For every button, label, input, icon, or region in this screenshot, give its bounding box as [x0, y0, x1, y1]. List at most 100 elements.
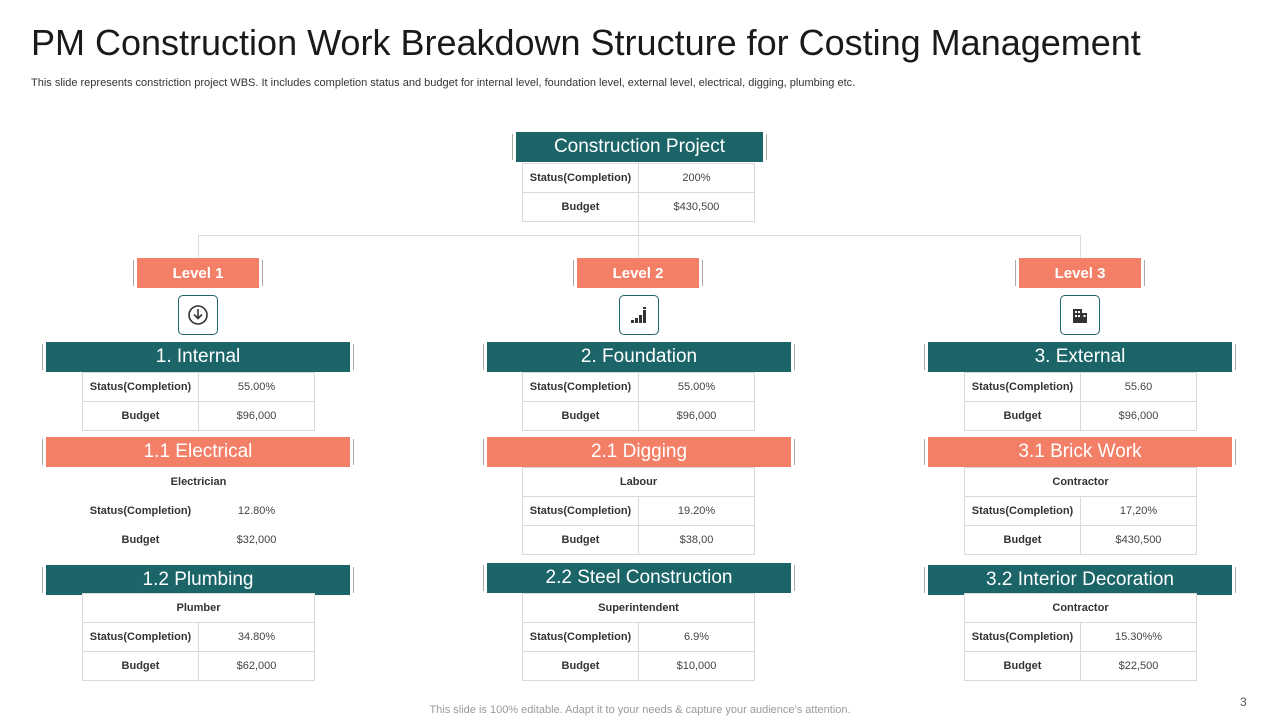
budget-value: $96,000	[1080, 401, 1197, 431]
table-row: Status(Completion)6.9%	[522, 622, 755, 652]
role-label: Plumber	[82, 593, 315, 623]
status-value: 17,20%	[1080, 496, 1197, 526]
role-label: Contractor	[964, 593, 1197, 623]
table-row: Status(Completion)19.20%	[522, 496, 755, 526]
root-node-title: Construction Project	[512, 132, 767, 162]
foundation-node-table: Status(Completion)55.00% Budget$96,000	[522, 372, 755, 431]
status-value: 12.80%	[237, 505, 276, 517]
table-row: Budget$96,000	[964, 401, 1197, 431]
status-value: 6.9%	[638, 622, 755, 652]
brick-work-node-table: Contractor Status(Completion)17,20% Budg…	[964, 467, 1197, 555]
status-label: Status(Completion)	[964, 622, 1081, 652]
table-row: Status(Completion)55.60	[964, 372, 1197, 402]
budget-value: $62,000	[198, 651, 315, 681]
table-row: Contractor	[964, 593, 1197, 623]
status-label: Status(Completion)	[522, 372, 639, 402]
table-row: Budget $32,000	[83, 526, 315, 555]
status-label: Status(Completion)	[89, 505, 192, 517]
level-2-label: Level 2	[573, 258, 703, 288]
status-label: Status(Completion)	[964, 372, 1081, 402]
table-row: Status(Completion)17,20%	[964, 496, 1197, 526]
interior-decoration-node-title: 3.2 Interior Decoration	[924, 565, 1236, 595]
budget-value: $96,000	[638, 401, 755, 431]
table-row: Budget$38,00	[522, 525, 755, 555]
steel-construction-node-table: Superintendent Status(Completion)6.9% Bu…	[522, 593, 755, 681]
table-row: Status(Completion)55.00%	[522, 372, 755, 402]
role-label: Contractor	[964, 467, 1197, 497]
level-3-label: Level 3	[1015, 258, 1145, 288]
budget-value: $10,000	[638, 651, 755, 681]
table-row: Electrician	[83, 468, 315, 497]
table-row: Status(Completion) 12.80%	[83, 497, 315, 526]
external-node-table: Status(Completion)55.60 Budget$96,000	[964, 372, 1197, 431]
role-label: Labour	[522, 467, 755, 497]
budget-value: $32,000	[236, 534, 277, 546]
status-label: Status(Completion)	[964, 496, 1081, 526]
status-value: 55.00%	[638, 372, 755, 402]
external-node-title: 3. External	[924, 342, 1236, 372]
status-label: Status(Completion)	[522, 622, 639, 652]
steel-construction-node-title: 2.2 Steel Construction	[483, 563, 795, 593]
table-row: Budget$430,500	[964, 525, 1197, 555]
budget-label: Budget	[964, 525, 1081, 555]
bar-chart-icon	[619, 295, 659, 335]
role-label: Superintendent	[522, 593, 755, 623]
status-label: Status(Completion)	[522, 163, 639, 193]
table-row: Budget$430,500	[522, 192, 755, 222]
slide-title: PM Construction Work Breakdown Structure…	[31, 22, 1141, 63]
budget-value: $22,500	[1080, 651, 1197, 681]
plumbing-node-title: 1.2 Plumbing	[42, 565, 354, 595]
budget-value: $96,000	[198, 401, 315, 431]
budget-value: $430,500	[638, 192, 755, 222]
foundation-node-title: 2. Foundation	[483, 342, 795, 372]
table-row: Budget$62,000	[82, 651, 315, 681]
table-row: Status(Completion)55.00%	[82, 372, 315, 402]
level1-connector	[198, 235, 199, 260]
download-icon	[178, 295, 218, 335]
digging-node-title: 2.1 Digging	[483, 437, 795, 467]
budget-label: Budget	[121, 534, 160, 546]
table-row: Budget$10,000	[522, 651, 755, 681]
status-label: Status(Completion)	[522, 496, 639, 526]
table-row: Labour	[522, 467, 755, 497]
electrical-node-title: 1.1 Electrical	[42, 437, 354, 467]
root-node-table: Status(Completion)200% Budget$430,500	[522, 163, 755, 222]
budget-value: $430,500	[1080, 525, 1197, 555]
status-value: 55.00%	[198, 372, 315, 402]
level3-connector	[1080, 235, 1081, 260]
budget-label: Budget	[522, 525, 639, 555]
table-row: Plumber	[82, 593, 315, 623]
budget-label: Budget	[964, 401, 1081, 431]
status-label: Status(Completion)	[82, 622, 199, 652]
brick-work-node-title: 3.1 Brick Work	[924, 437, 1236, 467]
role-label: Electrician	[170, 476, 227, 488]
digging-node-table: Labour Status(Completion)19.20% Budget$3…	[522, 467, 755, 555]
plumbing-node-table: Plumber Status(Completion)34.80% Budget$…	[82, 593, 315, 681]
footer-note: This slide is 100% editable. Adapt it to…	[429, 704, 851, 716]
budget-label: Budget	[522, 651, 639, 681]
status-value: 55.60	[1080, 372, 1197, 402]
status-value: 15.30%%	[1080, 622, 1197, 652]
internal-node-title: 1. Internal	[42, 342, 354, 372]
building-icon	[1060, 295, 1100, 335]
interior-decoration-node-table: Contractor Status(Completion)15.30%% Bud…	[964, 593, 1197, 681]
table-row: Superintendent	[522, 593, 755, 623]
page-number: 3	[1240, 695, 1247, 709]
electrical-node-table: Electrician Status(Completion) 12.80% Bud…	[82, 467, 315, 555]
budget-value: $38,00	[638, 525, 755, 555]
level-connector-horizontal	[198, 235, 1081, 236]
status-value: 34.80%	[198, 622, 315, 652]
internal-node-table: Status(Completion)55.00% Budget$96,000	[82, 372, 315, 431]
budget-label: Budget	[82, 651, 199, 681]
status-value: 19.20%	[638, 496, 755, 526]
level-1-label: Level 1	[133, 258, 263, 288]
table-row: Status(Completion)200%	[522, 163, 755, 193]
table-row: Contractor	[964, 467, 1197, 497]
budget-label: Budget	[522, 192, 639, 222]
status-value: 200%	[638, 163, 755, 193]
budget-label: Budget	[82, 401, 199, 431]
table-row: Budget$96,000	[522, 401, 755, 431]
table-row: Status(Completion)34.80%	[82, 622, 315, 652]
table-row: Budget$96,000	[82, 401, 315, 431]
slide-subtitle: This slide represents constriction proje…	[31, 77, 856, 89]
